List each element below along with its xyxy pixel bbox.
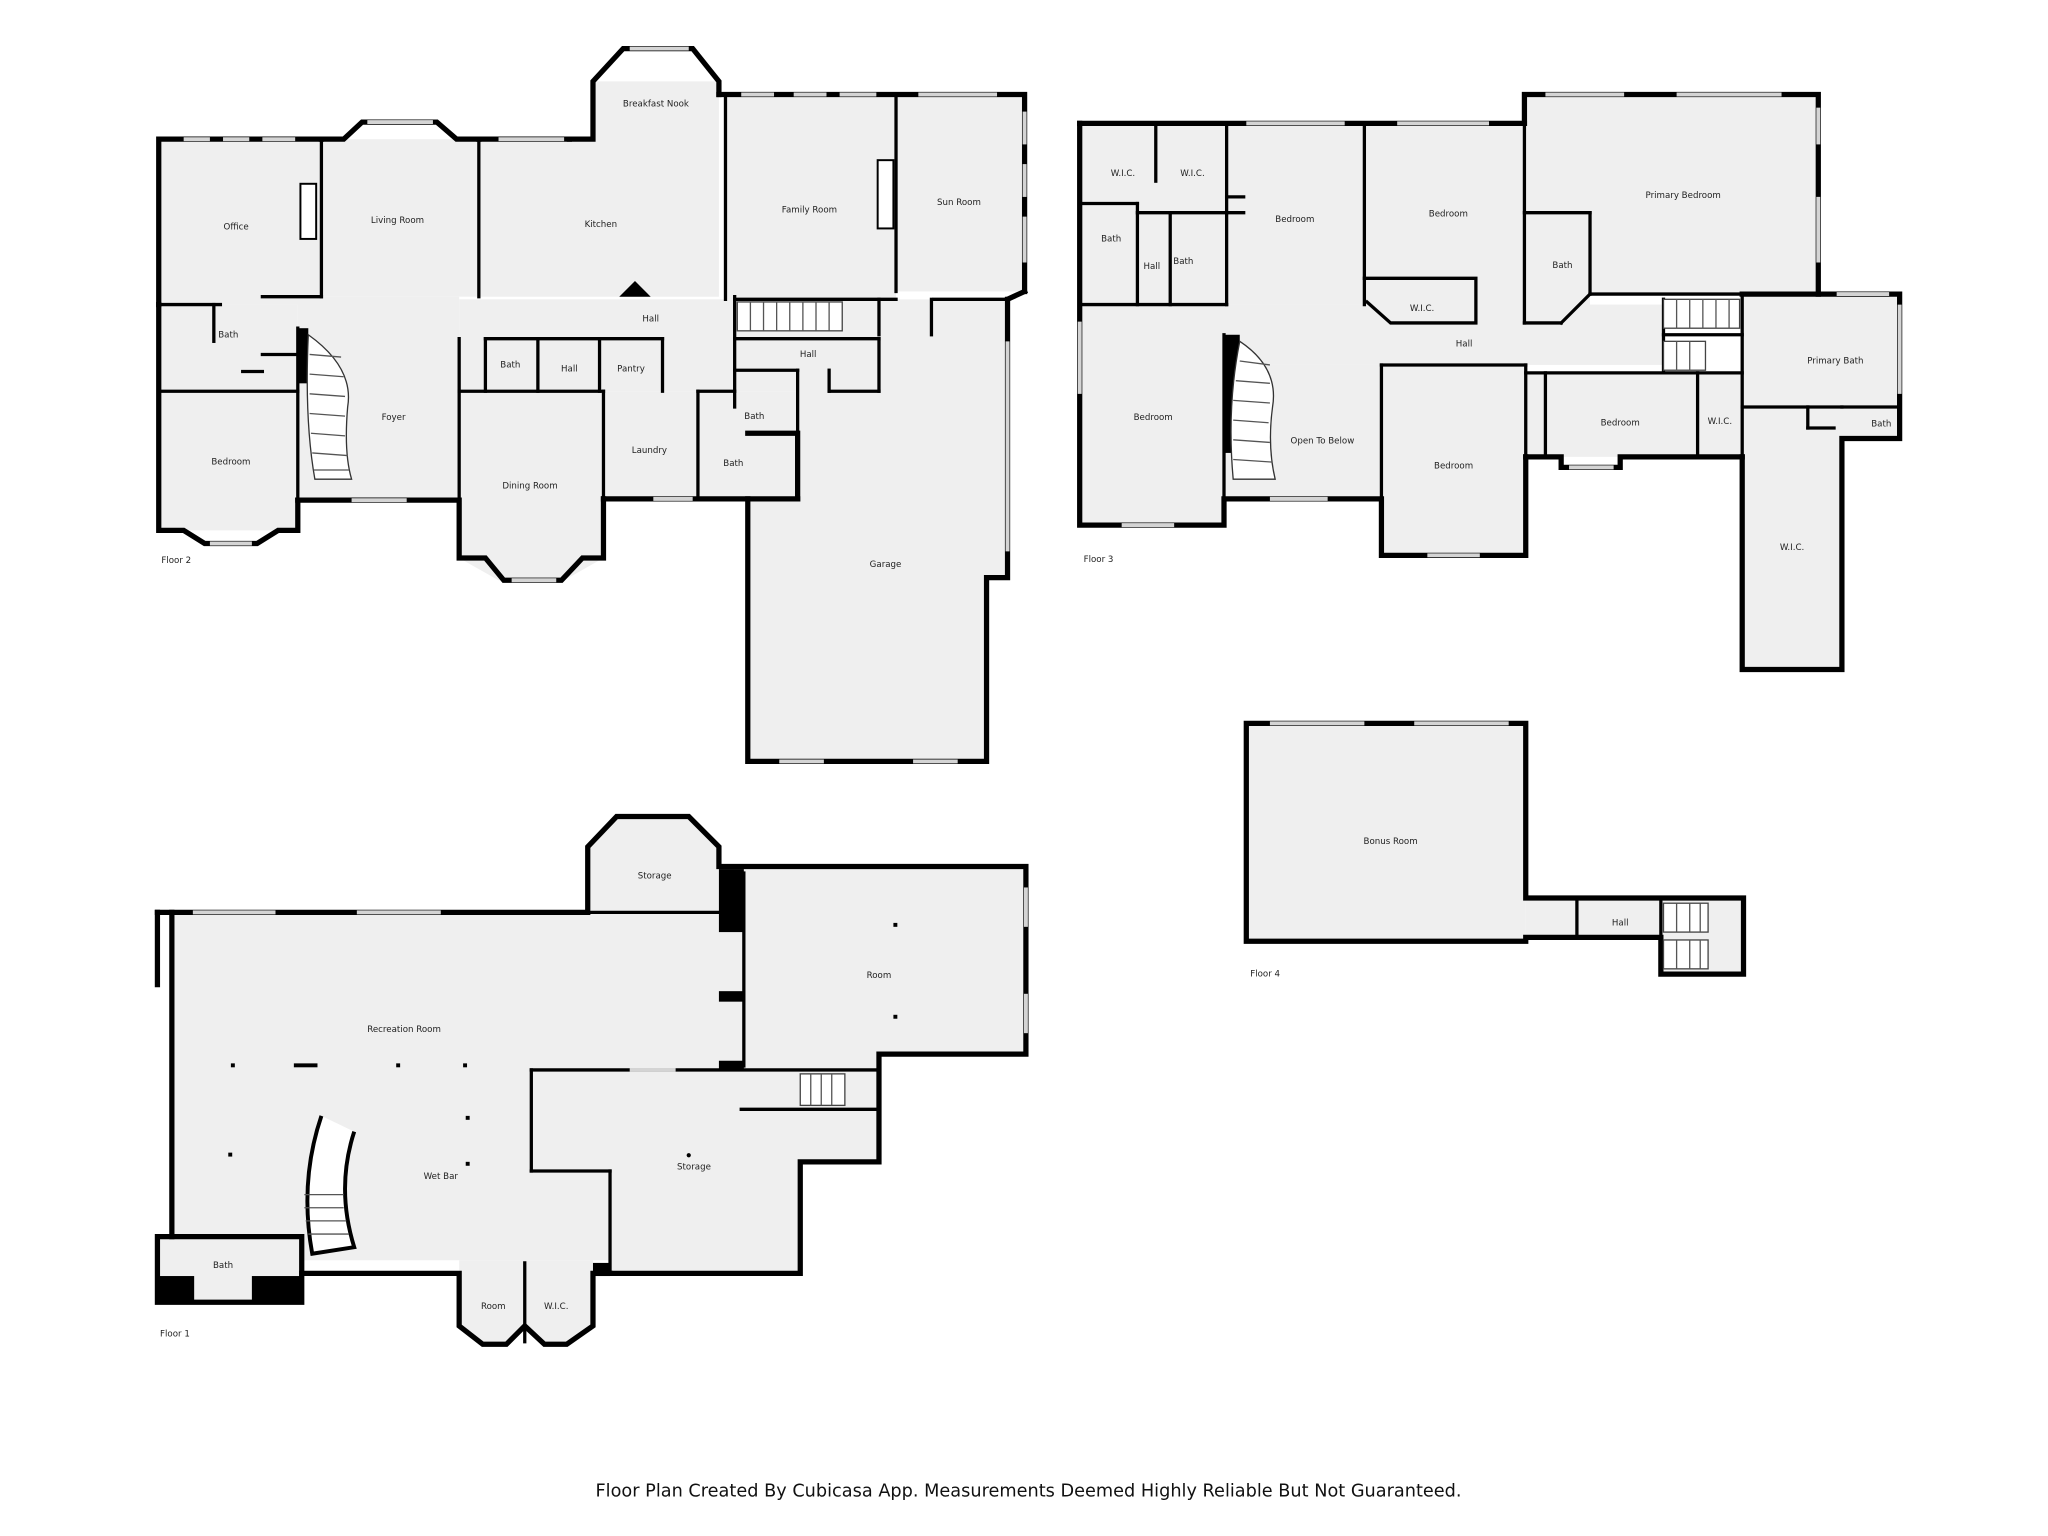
- room-label-bedroom: Bedroom: [211, 458, 250, 468]
- room-label-garage: Garage: [870, 560, 902, 570]
- room-label-f3-bath-4: Bath: [1871, 420, 1891, 430]
- room-label-recreation-room: Recreation Room: [367, 1025, 441, 1035]
- room-label-f3-bedroom-1: Bedroom: [1275, 215, 1314, 225]
- room-label-hall-mid: Hall: [561, 365, 578, 375]
- room-label-f3-open-to-below: Open To Below: [1291, 437, 1355, 447]
- floor-4-plan: Bonus Room Hall Floor 4: [1243, 720, 1747, 980]
- room-label-family-room: Family Room: [782, 206, 837, 216]
- room-label-f3-bedroom-3: Bedroom: [1134, 413, 1173, 423]
- room-label-f4-hall: Hall: [1612, 919, 1629, 929]
- room-label-f3-hall-1: Hall: [1144, 262, 1161, 272]
- room-label-f3-primary-bedroom: Primary Bedroom: [1646, 191, 1721, 201]
- room-label-f3-bath-3: Bath: [1552, 261, 1572, 271]
- room-label-f1-wic: W.I.C.: [544, 1302, 568, 1312]
- floor-1-plan: Recreation Room Storage Room Storage Wet…: [154, 813, 1029, 1347]
- floor-label-2: Floor 2: [161, 556, 191, 566]
- room-label-f3-bedroom-2: Bedroom: [1429, 210, 1468, 220]
- floor-label-3: Floor 3: [1084, 555, 1114, 565]
- room-label-f3-wic-2: W.I.C.: [1180, 169, 1204, 179]
- room-label-bath-mid: Bath: [500, 361, 520, 371]
- room-label-pantry: Pantry: [617, 365, 645, 375]
- room-label-hall-right: Hall: [800, 350, 817, 360]
- room-label-f1-room-small: Room: [481, 1302, 506, 1312]
- room-label-bath-right: Bath: [723, 459, 743, 469]
- room-label-f3-bath-1: Bath: [1101, 235, 1121, 245]
- room-label-dining-room: Dining Room: [502, 481, 557, 491]
- room-label-sun-room: Sun Room: [937, 198, 981, 208]
- room-label-f1-bath: Bath: [213, 1261, 233, 1271]
- room-label-f3-primary-bath: Primary Bath: [1807, 357, 1863, 367]
- room-label-f3-wic-5: W.I.C.: [1780, 543, 1804, 553]
- room-label-f3-bedroom-5: Bedroom: [1601, 418, 1640, 428]
- room-label-f3-wic-3: W.I.C.: [1410, 304, 1434, 314]
- room-label-f3-wic-4: W.I.C.: [1708, 417, 1732, 427]
- floor-2-plan: Office Living Room Kitchen Breakfast Noo…: [156, 45, 1029, 765]
- room-label-hall-top: Hall: [642, 315, 659, 325]
- floor-3-plan: W.I.C. W.I.C. Bath Hall Bath Bedroom Bed…: [1077, 91, 1903, 673]
- room-label-f3-wic-1: W.I.C.: [1111, 169, 1135, 179]
- floor-label-4: Floor 4: [1250, 970, 1280, 980]
- room-label-f1-storage-top: Storage: [638, 871, 672, 881]
- room-label-wet-bar: Wet Bar: [424, 1172, 459, 1182]
- room-label-f1-room-right: Room: [867, 971, 892, 981]
- room-label-f1-storage-main: Storage: [677, 1163, 711, 1173]
- floor-label-1: Floor 1: [160, 1329, 190, 1339]
- room-label-f3-bath-2: Bath: [1173, 257, 1193, 267]
- room-label-kitchen: Kitchen: [585, 220, 618, 230]
- room-label-laundry: Laundry: [632, 446, 667, 456]
- footer-credit: Floor Plan Created By Cubicasa App. Meas…: [596, 1482, 1462, 1502]
- room-label-bath-small: Bath: [744, 412, 764, 422]
- room-label-bonus-room: Bonus Room: [1364, 837, 1418, 847]
- room-label-breakfast-nook: Breakfast Nook: [623, 99, 689, 109]
- room-label-f3-bedroom-4: Bedroom: [1434, 462, 1473, 472]
- room-label-bath-left: Bath: [218, 330, 238, 340]
- room-label-living-room: Living Room: [371, 216, 424, 226]
- room-label-foyer: Foyer: [382, 413, 406, 423]
- room-label-office: Office: [224, 223, 249, 233]
- room-label-f3-hall-2: Hall: [1456, 340, 1473, 350]
